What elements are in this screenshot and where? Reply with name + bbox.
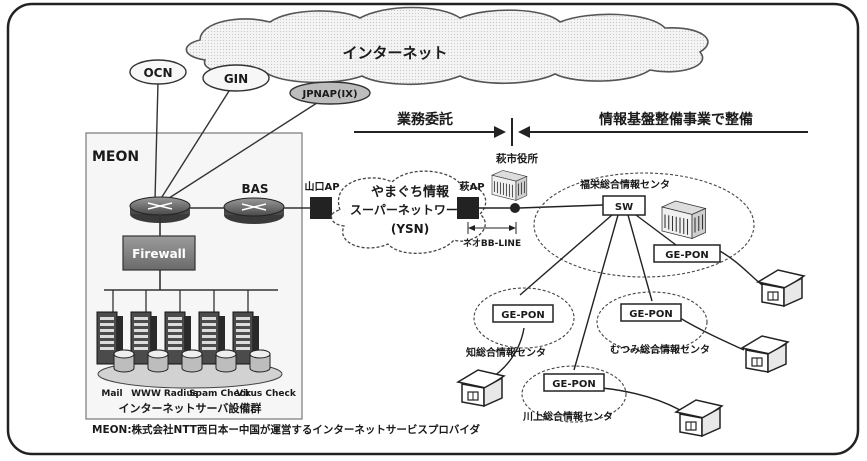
svg-text:OCN: OCN <box>143 66 172 80</box>
fukue-building-icon <box>661 200 707 240</box>
branch-area-1 <box>473 287 575 349</box>
zone-left-label: 業務委託 <box>396 111 453 128</box>
firewall: Firewall <box>122 235 196 271</box>
gepon-branch-1: GE-PON <box>492 304 554 323</box>
city-hall-label: 萩市役所 <box>495 152 538 165</box>
svg-text:GE-PON: GE-PON <box>501 310 544 321</box>
city-links <box>479 204 604 209</box>
svg-text:SW: SW <box>615 202 633 213</box>
gepon-branch-3: GE-PON <box>543 373 605 392</box>
server-label-spam: Spam Check <box>189 389 252 399</box>
neo-line-arrow <box>467 222 517 234</box>
bas-router-icon <box>223 197 285 225</box>
sw-box: SW <box>602 195 646 216</box>
disk-icon <box>249 349 271 373</box>
isp-jpnap: JPNAP(IX) <box>289 81 371 105</box>
zone-divider <box>354 118 808 146</box>
server-label-www: WWW <box>131 389 161 399</box>
meon-footnote: MEON:株式会社NTT西日本ー中国が運営するインターネットサービスプロバイダ <box>92 423 480 436</box>
junction-node <box>510 203 520 213</box>
server-label-mail: Mail <box>101 389 122 399</box>
yamaguchi-ap-node <box>310 197 332 219</box>
fukue-center-area <box>533 172 755 278</box>
svg-text:GE-PON: GE-PON <box>552 379 595 390</box>
isp-ocn: OCN <box>129 59 187 85</box>
svg-text:GIN: GIN <box>224 72 248 86</box>
hagi-ap-label: 萩AP <box>458 180 484 193</box>
ysn-line3: (YSN) <box>391 222 429 236</box>
branch-label-1: 知総合情報センタ <box>465 346 546 359</box>
branch-label-2: むつみ総合情報センタ <box>610 343 710 356</box>
gepon-branch-2: GE-PON <box>620 303 682 322</box>
internet-label: インターネット <box>342 44 447 62</box>
gepon-fukue: GE-PON <box>653 244 721 263</box>
ysn-cloud <box>330 170 487 255</box>
disk-icon <box>113 349 135 373</box>
server-label-radius: Radius <box>164 389 198 399</box>
distribution-lines <box>487 214 767 411</box>
meon-label: MEON <box>92 149 139 165</box>
bas-label: BAS <box>241 182 268 196</box>
disk-icon <box>181 349 203 373</box>
branch-area-2 <box>596 291 708 353</box>
internet-cloud <box>185 6 709 86</box>
branch-label-3: 川上総合情報センタ <box>522 410 613 423</box>
isp-links <box>154 79 321 201</box>
neo-line-label: ネオBB-LINE <box>463 238 521 249</box>
ysn-line1: やまぐち情報 <box>371 184 450 200</box>
svg-text:GE-PON: GE-PON <box>665 250 708 261</box>
zone-right-label: 情報基盤整備事業で整備 <box>599 111 753 128</box>
isp-gin: GIN <box>202 64 270 92</box>
city-hall-building-icon <box>491 169 528 201</box>
disk-icon <box>215 349 237 373</box>
svg-text:JPNAP(IX): JPNAP(IX) <box>301 89 357 100</box>
fukue-center-label: 福栄総合情報センタ <box>579 178 670 191</box>
server-label-virus: Virus Check <box>236 389 297 399</box>
svg-text:GE-PON: GE-PON <box>629 309 672 320</box>
svg-text:Firewall: Firewall <box>132 247 186 261</box>
branch-area-3 <box>521 365 627 423</box>
yamaguchi-ap-label: 山口AP <box>304 180 339 193</box>
server-group-label: インターネットサーバ設備群 <box>119 401 262 415</box>
disk-icon <box>147 349 169 373</box>
backbone-links <box>159 207 310 290</box>
ysn-line2: スーパーネットワーク <box>350 203 470 217</box>
hagi-ap-node <box>457 197 479 219</box>
